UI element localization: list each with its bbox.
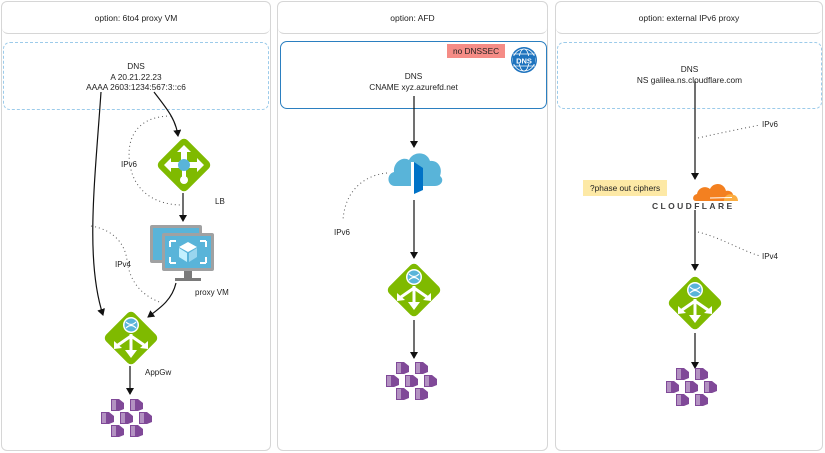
kubernetes-cluster-icon[interactable]	[666, 366, 726, 408]
dns-title: DNS	[680, 64, 699, 74]
application-gateway-icon[interactable]	[384, 260, 444, 320]
panel-title: option: 6to4 proxy VM	[2, 2, 270, 34]
no-dnssec-badge: no DNSSEC	[447, 44, 506, 58]
application-gateway-icon[interactable]	[665, 273, 725, 333]
dns-title: DNS	[404, 71, 423, 81]
virtual-machine-icon[interactable]	[148, 223, 218, 285]
dns-ns-record: NS galilea.ns.cloudflare.com	[636, 74, 743, 85]
dns-icon-text: DNS	[516, 56, 532, 65]
appgw-label: AppGw	[145, 368, 172, 377]
dns-zone-box[interactable]: DNS CNAME xyz.azurefd.net	[280, 41, 547, 109]
kubernetes-cluster-icon[interactable]	[101, 397, 161, 439]
dns-cname-record: CNAME xyz.azurefd.net	[369, 81, 458, 92]
ipv6-label: IPv6	[762, 120, 779, 129]
dns-zone-box[interactable]: DNS NS galilea.ns.cloudflare.com	[557, 42, 822, 109]
application-gateway-icon[interactable]	[101, 308, 161, 368]
proxy-vm-label: proxy VM	[195, 288, 229, 297]
panel-6to4-proxy-vm: option: 6to4 proxy VM DNS A 20.21.22.23 …	[1, 1, 271, 451]
dns-aaaa-record: AAAA 2603:1234:567:3::c6	[86, 82, 186, 92]
ipv4-label: IPv4	[115, 260, 132, 269]
dns-zone-box[interactable]: DNS A 20.21.22.23 AAAA 2603:1234:567:3::…	[3, 42, 269, 110]
cloudflare-logo-icon[interactable]	[690, 180, 740, 202]
dns-zone-icon[interactable]: DNS	[510, 46, 538, 74]
dns-title: DNS	[127, 61, 145, 71]
ipv6-label: IPv6	[334, 228, 351, 237]
ipv6-label: IPv6	[121, 160, 138, 169]
phase-out-ciphers-note: ?phase out ciphers	[583, 180, 668, 196]
load-balancer-icon[interactable]	[155, 136, 213, 194]
front-door-icon[interactable]	[385, 148, 445, 200]
panel-title: option: external IPv6 proxy	[556, 2, 822, 34]
lb-label: LB	[215, 197, 225, 206]
dns-a-record: A 20.21.22.23	[110, 71, 162, 82]
ipv4-label: IPv4	[762, 252, 779, 261]
kubernetes-cluster-icon[interactable]	[386, 360, 446, 402]
panel-title: option: AFD	[278, 2, 547, 34]
cloudflare-wordmark: CLOUDFLARE	[652, 201, 735, 211]
